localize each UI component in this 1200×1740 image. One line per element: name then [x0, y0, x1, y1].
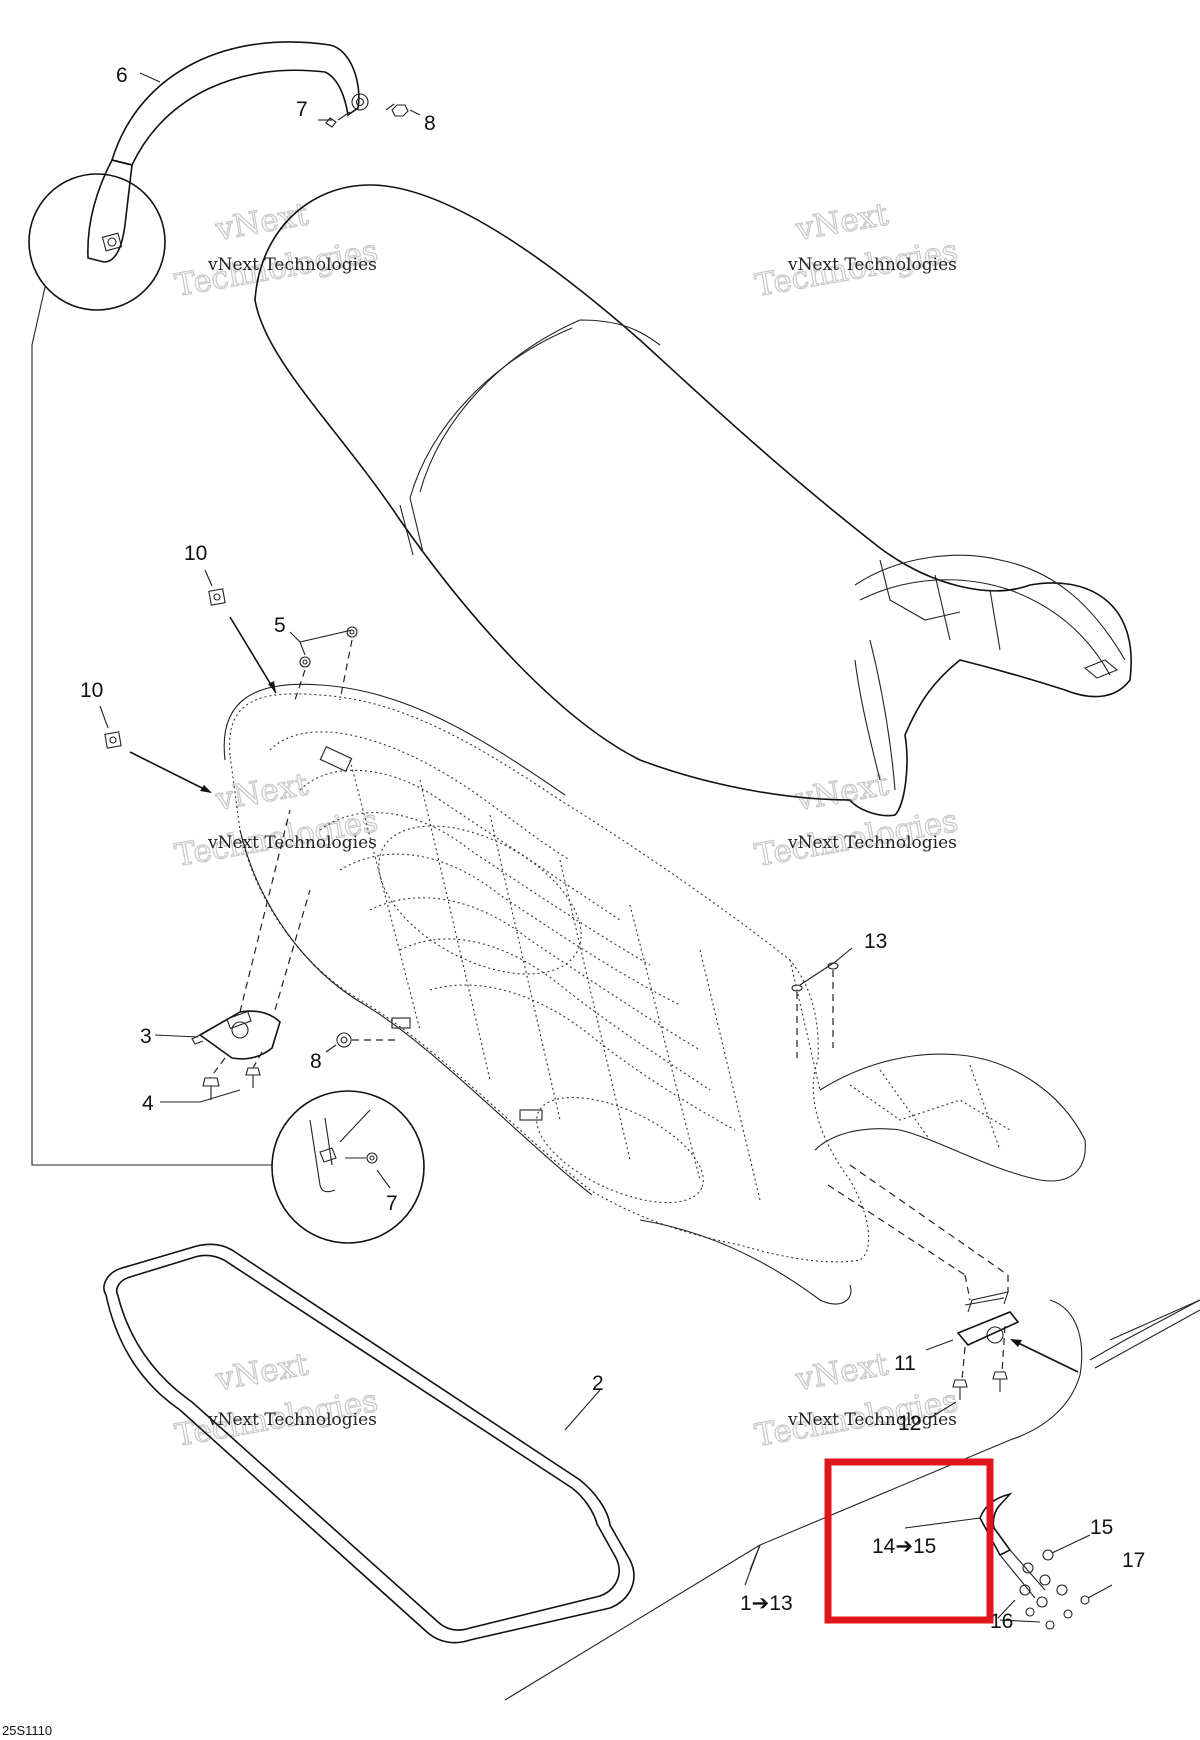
watermark-text: vNext Technologies	[207, 1410, 377, 1430]
callout-10-a: 10	[184, 542, 207, 565]
callout-17: 17	[1122, 1549, 1145, 1572]
watermark-logo: vNext	[792, 1346, 891, 1398]
callout-16: 16	[990, 1610, 1013, 1633]
callout-15: 15	[1090, 1516, 1113, 1539]
callout-6: 6	[116, 64, 128, 87]
watermark-text: vNext Technologies	[787, 1410, 957, 1430]
callout-5: 5	[274, 614, 286, 637]
watermark-logo: vNext	[212, 196, 311, 248]
watermark-text: vNext Technologies	[207, 833, 377, 853]
callout-range: 1➔13	[740, 1592, 793, 1615]
latch-parts: 3 4	[140, 809, 311, 1115]
callout-12: 12	[898, 1412, 921, 1435]
bracket-parts: 15 17 16	[979, 1492, 1145, 1633]
watermark-logo: vNext	[792, 766, 891, 818]
clip-parts: 10 10	[80, 542, 277, 793]
callout-4: 4	[142, 1092, 154, 1115]
watermark-text: vNext Technologies	[207, 255, 377, 275]
watermark-logo: vNext	[212, 766, 311, 818]
callout-8-mid: 8	[310, 1050, 322, 1073]
callout-2: 2	[592, 1372, 604, 1395]
callout-13: 13	[864, 930, 887, 953]
grommet-parts: 5	[274, 614, 358, 701]
watermark-text: vNext Technologies	[787, 255, 957, 275]
callout-7-detail: 7	[386, 1192, 398, 1215]
seat-base	[223, 683, 1086, 1305]
watermark-logo: vNext	[212, 1346, 311, 1398]
washer-parts: 13	[791, 930, 887, 1058]
callout-3: 3	[140, 1025, 152, 1048]
callout-10-b: 10	[80, 679, 103, 702]
drawing-code: 25S1110	[2, 1723, 52, 1738]
callout-kit: 14➔15	[872, 1535, 936, 1558]
callout-8: 8	[424, 112, 436, 135]
detail-callout-top	[28, 173, 272, 1166]
hinge-parts: 11 12	[827, 1164, 1079, 1435]
nut-mid-part: 8	[310, 1032, 395, 1073]
watermark-group: vNext Technologies vNext Technologies vN…	[172, 196, 962, 1455]
strap-part: 6 7 8	[87, 41, 436, 263]
kit-boundary: 1➔13 14➔15	[504, 1299, 1200, 1701]
gasket-part: 2	[103, 1243, 635, 1644]
watermark-text: vNext Technologies	[787, 833, 957, 853]
seat-cover	[254, 184, 1132, 817]
watermark-logo: vNext	[792, 196, 891, 248]
detail-callout-bottom: 7	[271, 1090, 425, 1244]
callout-7: 7	[296, 98, 308, 121]
callout-11: 11	[894, 1352, 916, 1375]
highlight-box	[824, 1458, 994, 1624]
